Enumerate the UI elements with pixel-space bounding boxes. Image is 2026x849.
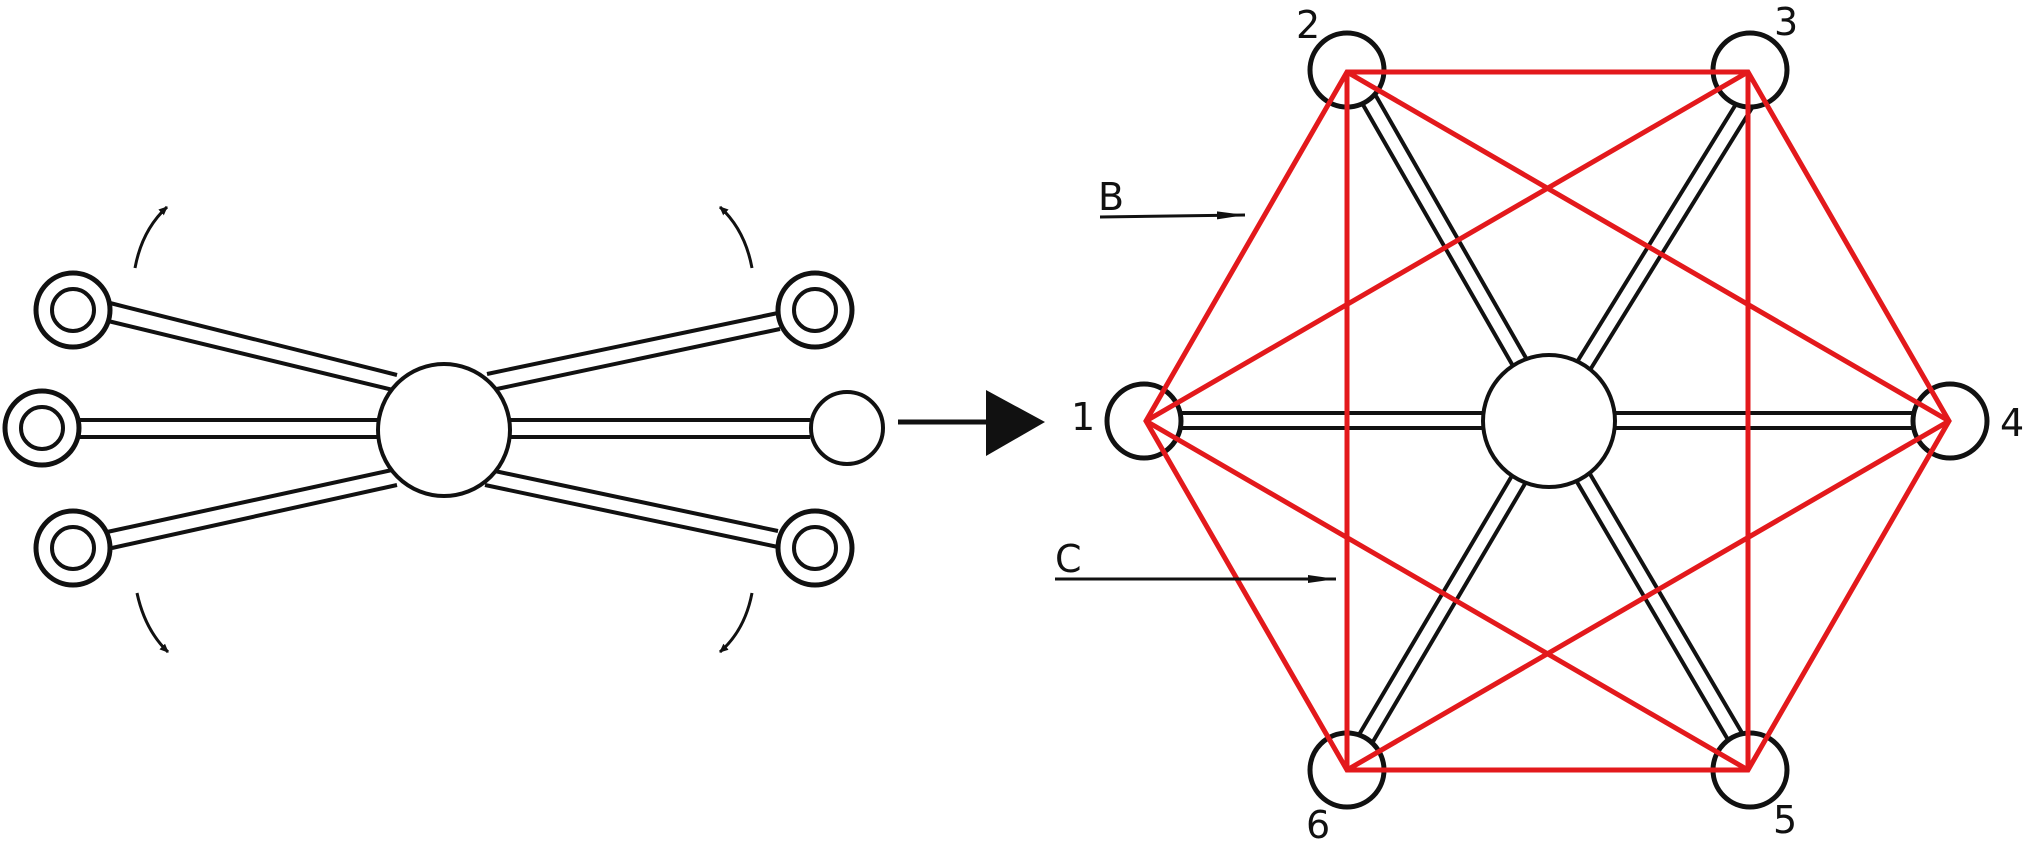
left-hub [376,362,512,498]
right-diagram: 1 2 3 4 5 6 B C [1055,0,2024,847]
left-struts [80,301,810,550]
connection-2-4 [1345,69,1951,424]
section-arrow-b [1099,211,1246,220]
left-node-lower-right [775,508,855,588]
left-strut-upper-right-b [491,327,781,392]
node-labels: 1 2 3 4 5 6 [1071,0,2024,847]
right-triangle-arrow-icon [898,390,1045,456]
rotation-arrows [133,205,754,654]
node-label-6: 6 [1306,803,1330,847]
node-label-5: 5 [1773,798,1797,842]
right-struts [1145,94,1950,764]
left-node-lower-left [33,508,113,588]
left-diagram [2,205,885,654]
left-nodes [2,270,885,588]
left-strut-lower-right-b [484,483,779,549]
connection-6-4 [1345,418,1951,773]
left-node-middle-left [2,388,82,468]
right-hub [1481,353,1617,489]
left-strut-upper-left-a [109,301,398,377]
left-strut-lower-right-a [489,468,779,533]
curved-arrow-icon [133,205,169,269]
connection-1-3 [1144,69,1750,424]
red-connections [1143,69,1952,773]
node-label-1: 1 [1071,395,1095,439]
left-strut-lower-left-b [111,483,398,550]
left-strut-lower-left-a [106,468,393,534]
left-node-upper-right [775,270,855,350]
left-strut-upper-right-a [486,311,779,376]
curved-arrow-icon [719,592,754,654]
left-node-upper-left [33,270,113,350]
section-markers: B C [1055,175,1336,583]
node-label-4: 4 [2000,401,2024,445]
node-label-2: 2 [1296,3,1320,47]
node-label-3: 3 [1774,0,1798,44]
connection-1-5 [1144,418,1750,773]
curved-arrow-icon [718,205,754,269]
curved-arrow-icon [135,592,170,654]
section-label-c: C [1055,537,1082,581]
left-node-middle-right [809,390,885,466]
left-strut-upper-left-b [107,319,394,392]
section-label-b: B [1098,175,1124,219]
